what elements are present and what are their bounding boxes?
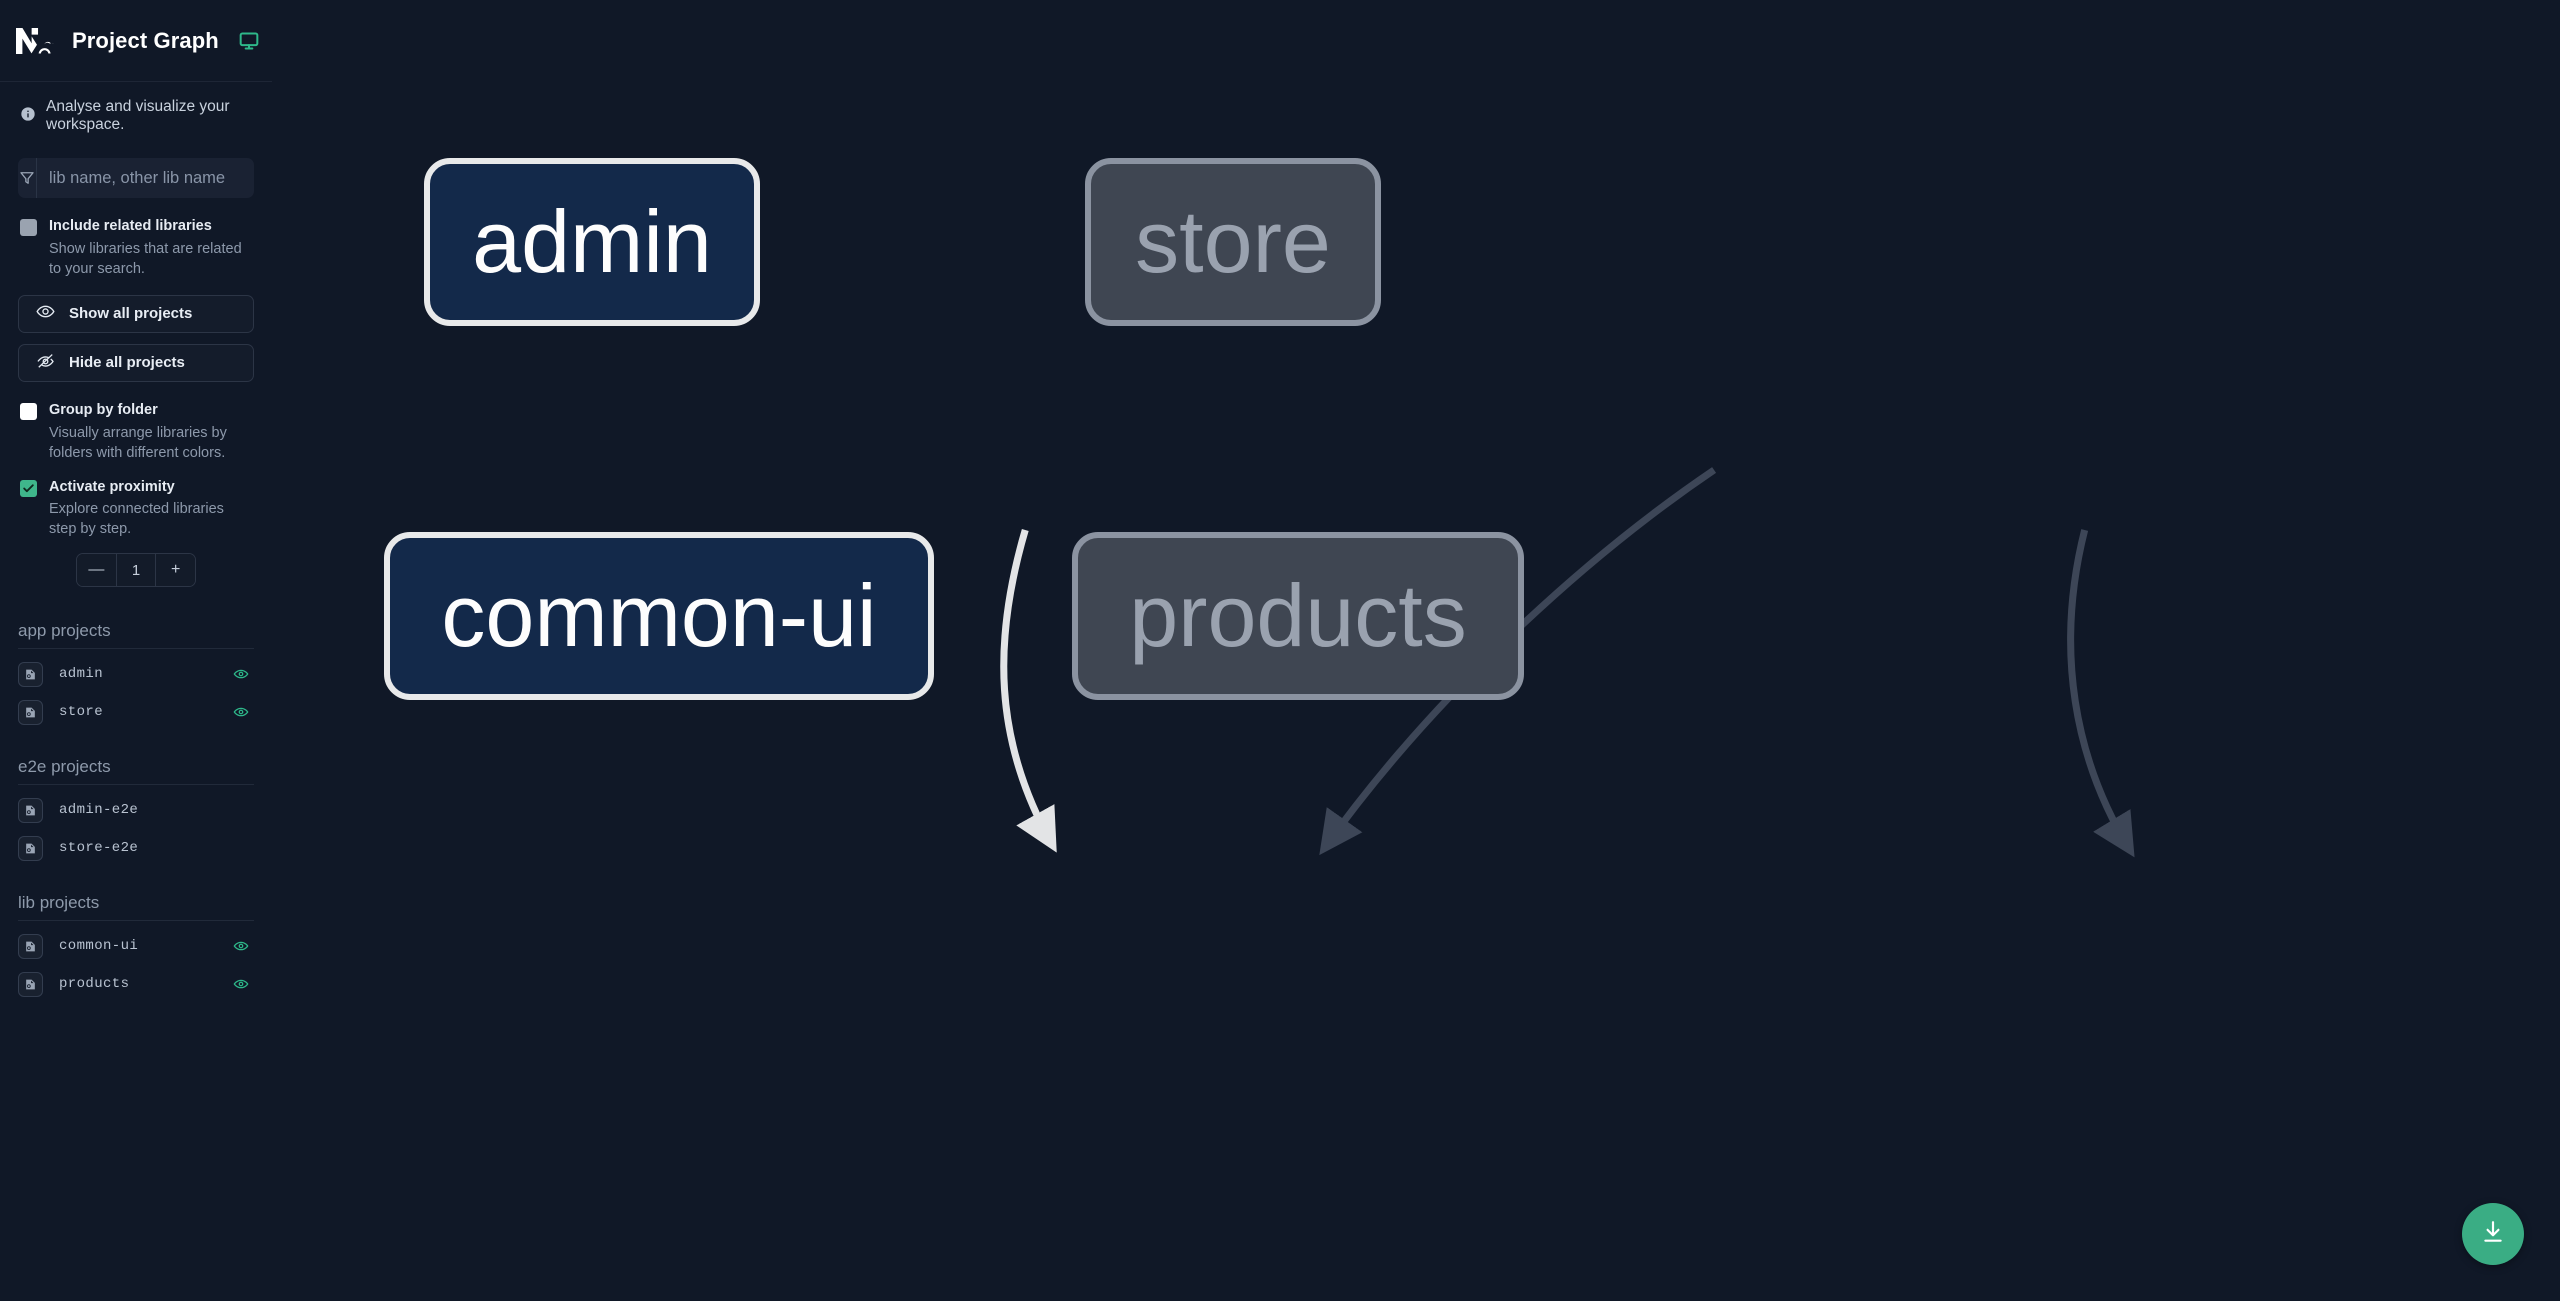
search-box[interactable] [18,158,254,198]
option-subtitle: Visually arrange libraries by folders wi… [49,424,227,461]
search-input[interactable] [37,158,254,198]
project-group-e2e: e2e projects admin-e2e store-e2e [0,757,272,867]
checkbox-activate-proximity[interactable] [20,479,37,497]
eye-icon [36,302,55,325]
project-item-products[interactable]: products [18,965,254,1003]
visibility-buttons: Show all projects Hide all projects [0,279,272,382]
project-visibility-eye-icon[interactable] [232,666,250,682]
project-item-store[interactable]: store [18,693,254,731]
divider [18,920,254,922]
project-icon [18,699,43,725]
proximity-increment-button[interactable]: + [156,554,195,587]
project-name: store-e2e [59,840,139,857]
option-title: Include related libraries [49,218,212,234]
project-group-label: app projects [18,621,111,641]
project-icon [18,835,43,861]
option-subtitle: Show libraries that are related to your … [49,240,242,277]
project-name: admin [59,666,104,683]
project-icon [18,797,43,823]
option-include-related-libraries[interactable]: Include related libraries Show libraries… [0,198,272,279]
checkbox-include-related-libraries[interactable] [20,219,37,236]
edge-admin-to-common-ui [1000,529,1057,853]
eye-off-icon [36,351,55,374]
option-activate-proximity[interactable]: Activate proximity Explore connected lib… [0,463,272,540]
show-all-projects-button[interactable]: Show all projects [18,294,254,333]
graph-node-label: common-ui [441,566,877,665]
show-all-projects-label: Show all projects [69,305,193,323]
download-icon [2480,1219,2506,1250]
page-title: Project Graph [72,27,219,53]
graph-node-admin[interactable]: admin [424,158,760,326]
project-item-store-e2e[interactable]: store-e2e [18,829,254,867]
divider [18,784,254,786]
proximity-decrement-button[interactable]: — [77,554,116,587]
project-name: common-ui [59,938,139,955]
info-icon [20,106,36,127]
graph-canvas[interactable]: admin store common-ui products [272,0,2560,1301]
project-visibility-eye-icon[interactable] [232,704,250,720]
option-subtitle: Explore connected libraries step by step… [49,501,224,538]
filter-icon [18,158,37,198]
tagline: Analyse and visualize your workspace. [0,82,272,144]
project-name: products [59,976,130,993]
project-name: store [59,704,104,721]
project-group-app: app projects admin store [0,621,272,731]
option-title: Activate proximity [49,478,175,495]
graph-node-products[interactable]: products [1072,532,1524,700]
project-item-admin[interactable]: admin [18,655,254,693]
graph-node-label: products [1129,566,1467,665]
checkbox-group-by-folder[interactable] [20,402,37,420]
project-group-lib: lib projects common-ui products [0,893,272,1003]
sidebar-header: Project Graph [0,0,272,82]
option-title: Group by folder [49,401,158,418]
hide-all-projects-label: Hide all projects [69,354,185,372]
divider [18,648,254,650]
proximity-stepper[interactable]: — 1 + [76,553,196,588]
project-item-common-ui[interactable]: common-ui [18,927,254,965]
tagline-text: Analyse and visualize your workspace. [46,98,230,133]
download-graph-button[interactable] [2462,1203,2524,1265]
project-item-admin-e2e[interactable]: admin-e2e [18,791,254,829]
monitor-icon[interactable] [239,31,259,51]
project-icon [18,971,43,997]
project-icon [18,933,43,959]
proximity-value: 1 [115,554,157,587]
project-group-label: lib projects [18,893,100,913]
nx-logo-icon [16,20,58,62]
hide-all-projects-button[interactable]: Hide all projects [18,343,254,382]
option-group-by-folder[interactable]: Group by folder Visually arrange librari… [0,382,272,463]
graph-node-label: admin [472,192,712,291]
project-group-label: e2e projects [18,757,111,777]
graph-node-store[interactable]: store [1085,158,1381,326]
sidebar: Project Graph Analyse and visualize your… [0,0,272,1301]
project-icon [18,661,43,687]
project-visibility-eye-icon[interactable] [232,976,250,992]
project-name: admin-e2e [59,802,139,819]
graph-node-common-ui[interactable]: common-ui [384,532,934,700]
project-visibility-eye-icon[interactable] [232,938,250,954]
graph-node-label: store [1135,192,1331,291]
edge-store-to-products [2067,529,2135,858]
